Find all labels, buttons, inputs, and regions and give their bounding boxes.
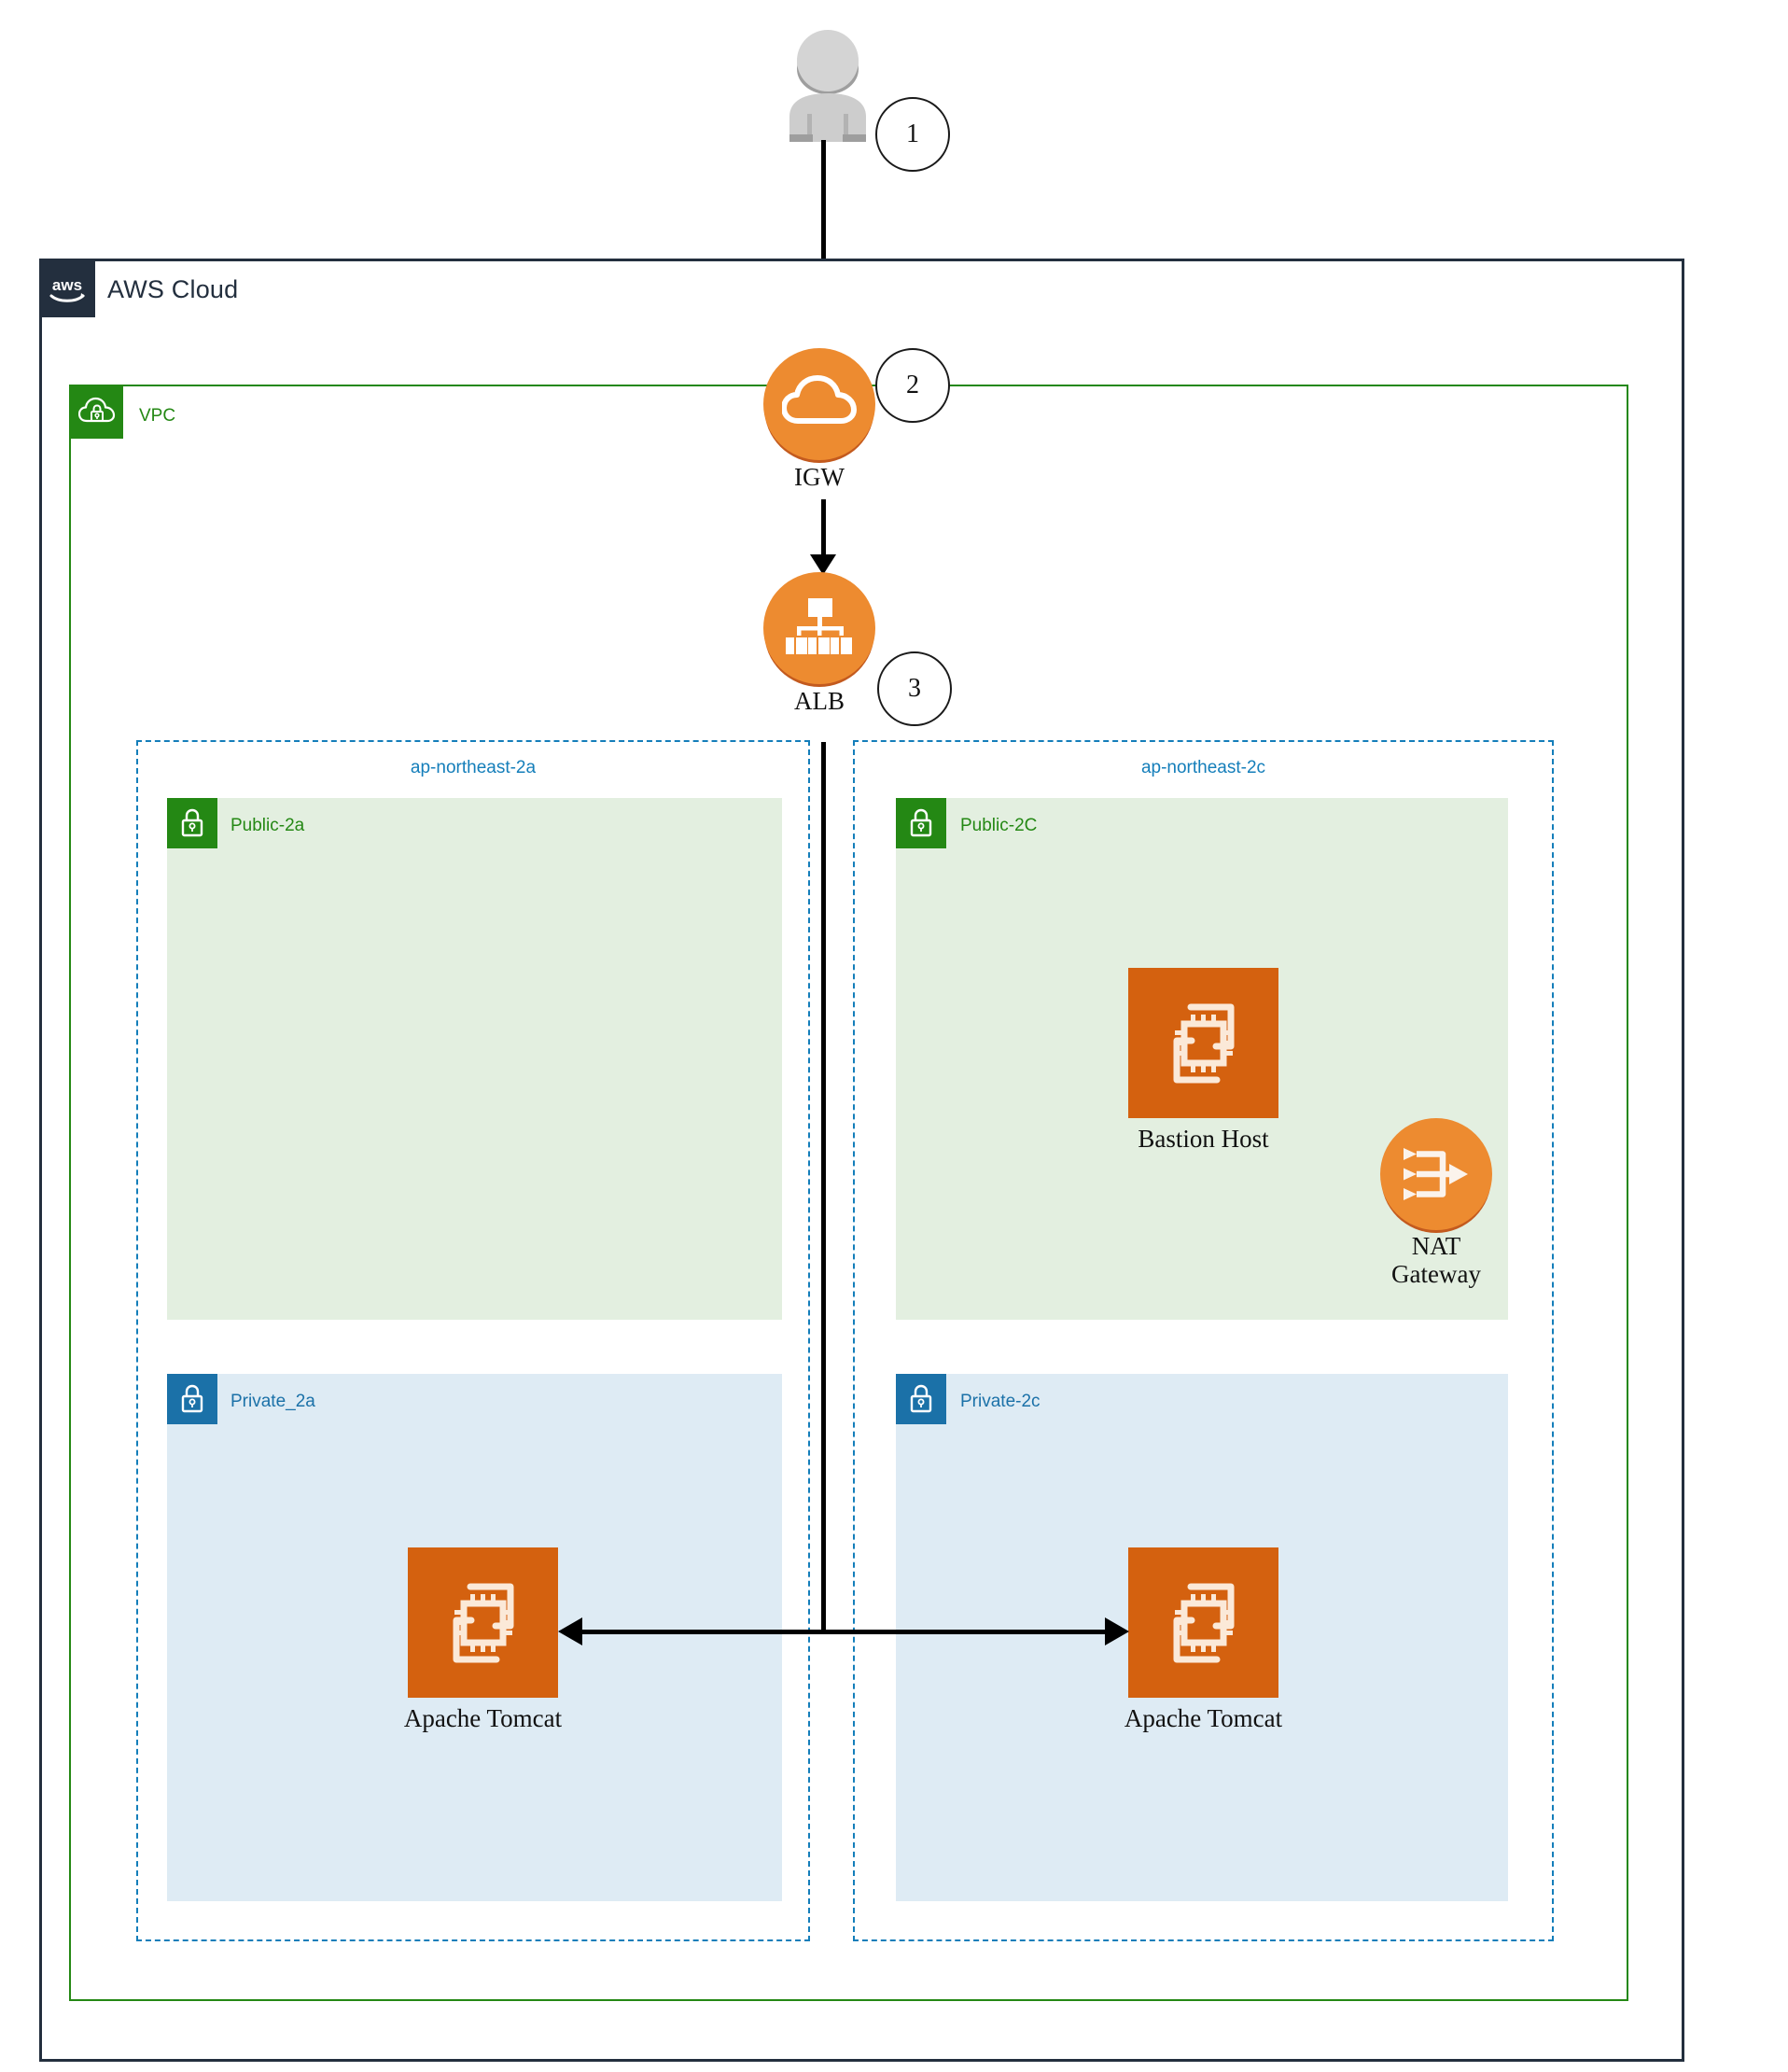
- user-person-icon: [776, 30, 879, 142]
- flow-badge-1: 1: [875, 97, 950, 172]
- nat-gateway-label-line1: NAT: [1411, 1232, 1461, 1260]
- availability-zone-ap-northeast-2a: [136, 740, 810, 1941]
- private-subnet-lock-icon: [167, 1374, 217, 1424]
- connector-igw-to-alb: [821, 499, 826, 560]
- private-subnet-lock-icon: [896, 1374, 946, 1424]
- vpc-cloud-lock-icon: [71, 386, 123, 439]
- connector-alb-to-tomcats: [582, 1630, 1107, 1634]
- availability-zone-ap-northeast-2c: [853, 740, 1554, 1941]
- connector-user-to-igw: [821, 140, 826, 313]
- az-label-2a: ap-northeast-2a: [410, 758, 537, 777]
- ec2-instance-icon-tomcat-2a[interactable]: [408, 1547, 558, 1698]
- public-subnet-lock-icon: [896, 798, 946, 848]
- vpc-label: VPC: [139, 406, 176, 426]
- flow-badge-3: 3: [877, 651, 952, 726]
- subnet-label-public-2a: Public-2a: [230, 816, 305, 835]
- ec2-instance-icon-tomcat-2c[interactable]: [1128, 1547, 1278, 1698]
- connector-arrowhead-right: [1105, 1617, 1129, 1645]
- alb-label: ALB: [794, 687, 845, 715]
- flow-badge-2: 2: [875, 348, 950, 423]
- tomcat-2c-label: Apache Tomcat: [1124, 1704, 1283, 1732]
- public-subnet-lock-icon: [167, 798, 217, 848]
- aws-cloud-label: AWS Cloud: [107, 275, 239, 303]
- tomcat-2a-label: Apache Tomcat: [403, 1704, 563, 1732]
- svg-text:aws: aws: [52, 276, 82, 294]
- subnet-label-private-2a: Private_2a: [230, 1392, 315, 1411]
- nat-gateway-label-line2: Gateway: [1391, 1260, 1481, 1289]
- aws-logo-icon: aws: [39, 261, 95, 317]
- subnet-public-2a: [167, 798, 782, 1320]
- subnet-label-private-2c: Private-2c: [960, 1392, 1041, 1411]
- connector-arrowhead-left: [558, 1617, 582, 1645]
- ec2-instance-icon-bastion-host[interactable]: [1128, 968, 1278, 1118]
- internet-gateway-cloud-icon[interactable]: [763, 348, 875, 460]
- nat-gateway-icon[interactable]: [1380, 1118, 1492, 1230]
- subnet-label-public-2c: Public-2C: [960, 816, 1038, 835]
- connector-igw-to-alb-arrowhead: [810, 554, 836, 575]
- bastion-host-label: Bastion Host: [1138, 1125, 1269, 1153]
- connector-alb-trunk: [821, 742, 826, 1631]
- az-label-2c: ap-northeast-2c: [1140, 758, 1266, 777]
- igw-label: IGW: [794, 463, 845, 491]
- application-load-balancer-icon[interactable]: [763, 572, 875, 684]
